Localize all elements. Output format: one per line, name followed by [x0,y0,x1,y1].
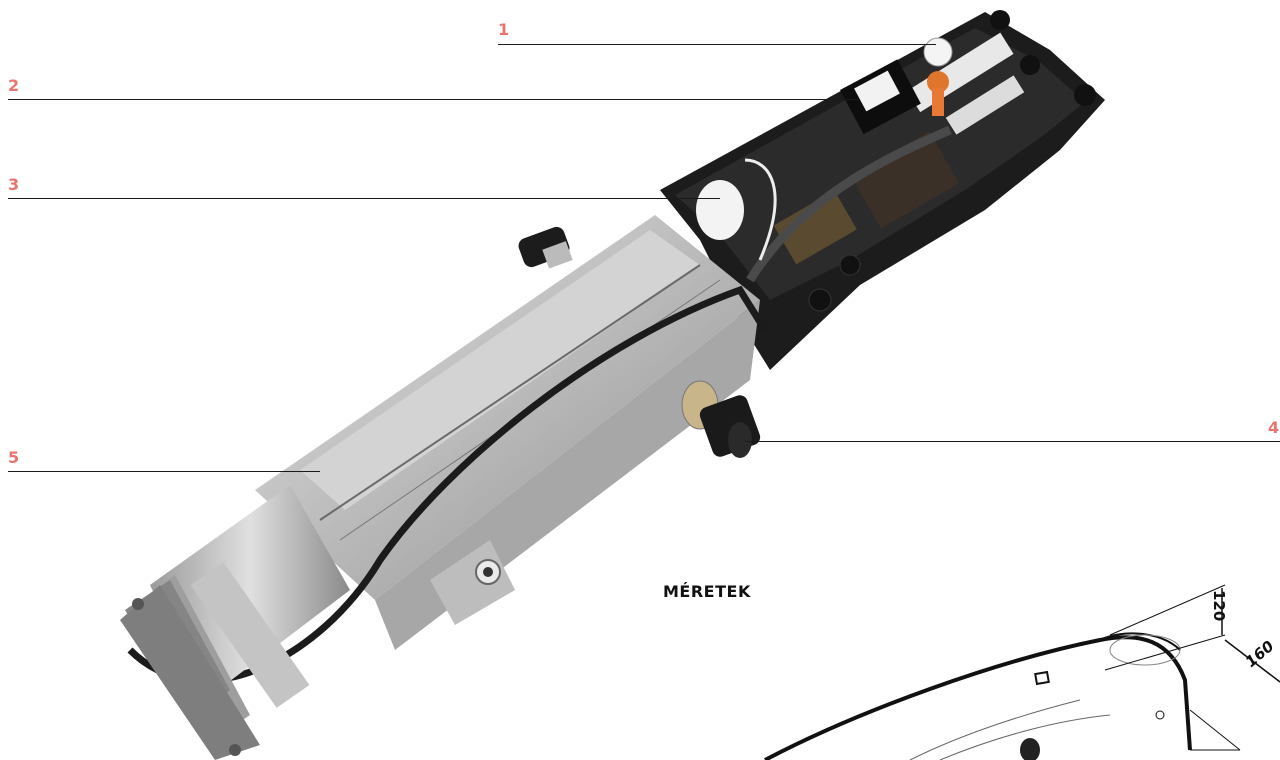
dimension-height-label: 120 [1210,590,1228,622]
dimension-drawing [764,584,1280,760]
control-box [660,10,1105,370]
operator-body [120,215,768,760]
output-shaft-top [518,226,573,269]
callout-line-2 [8,99,858,100]
callout-number-3: 3 [8,175,20,194]
callout-line-1 [498,44,936,45]
callout-line-4 [745,441,1280,442]
callout-line-3 [8,198,720,199]
callout-number-1: 1 [498,20,510,39]
callout-number-4: 4 [1268,418,1280,437]
callout-line-5 [8,471,320,472]
callout-number-2: 2 [8,76,20,95]
callout-number-5: 5 [8,448,20,467]
dimensions-title: MÉRETEK [663,582,751,601]
